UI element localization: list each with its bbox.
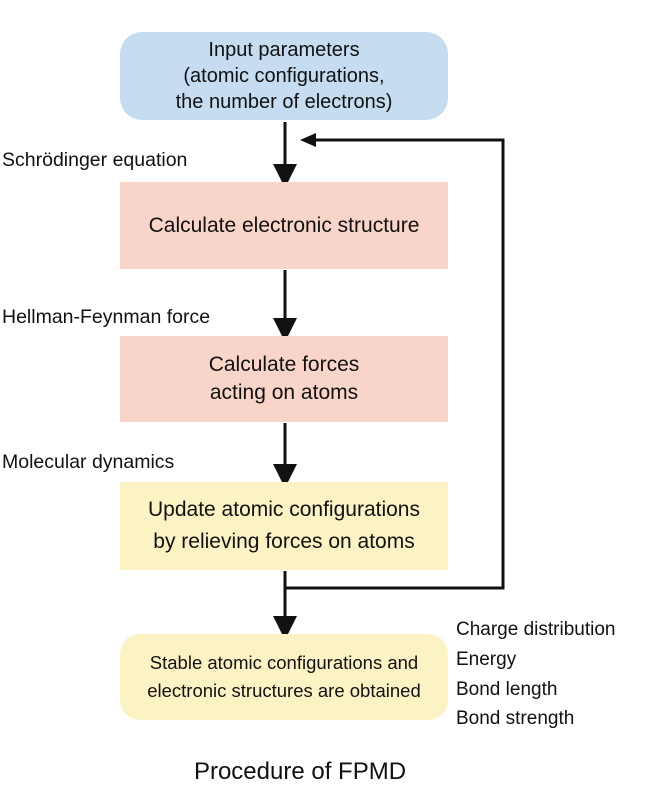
update-line-2: by relieving forces on atoms (153, 530, 415, 553)
update-atomic-configurations-box: Update atomic configurations by relievin… (120, 482, 448, 570)
forces-line-1: Calculate forces (208, 353, 360, 376)
schrodinger-equation-label: Schrödinger equation (2, 149, 188, 171)
input-line-1: Input parameters (208, 39, 360, 61)
diagram-caption: Procedure of FPMD (193, 758, 407, 785)
update-line-1: Update atomic configurations (148, 498, 420, 521)
feedback-loop-arrowhead (300, 133, 316, 147)
hellman-feynman-force-label: Hellman-Feynman force (2, 306, 211, 328)
input-parameters-box: Input parameters (atomic configurations,… (120, 32, 448, 120)
calculate-forces-box: Calculate forces acting on atoms (120, 336, 448, 422)
electronic-structure-text: Calculate electronic structure (148, 213, 420, 237)
result-bond-length: Bond length (456, 679, 558, 700)
stable-configurations-box: Stable atomic configurations and electro… (120, 634, 448, 720)
result-bond-strength: Bond strength (456, 708, 575, 729)
result-energy: Energy (456, 649, 517, 670)
result-charge-distribution: Charge distribution (456, 619, 616, 640)
stable-line-2: electronic structures are obtained (147, 680, 421, 701)
forces-line-2: acting on atoms (209, 381, 359, 404)
input-line-3: the number of electrons) (175, 91, 393, 113)
input-line-2: (atomic configurations, (183, 65, 385, 87)
stable-line-1: Stable atomic configurations and (149, 652, 419, 673)
molecular-dynamics-label: Molecular dynamics (2, 451, 175, 473)
calculate-electronic-structure-box: Calculate electronic structure (120, 182, 448, 269)
feedback-loop-line (285, 138, 505, 590)
